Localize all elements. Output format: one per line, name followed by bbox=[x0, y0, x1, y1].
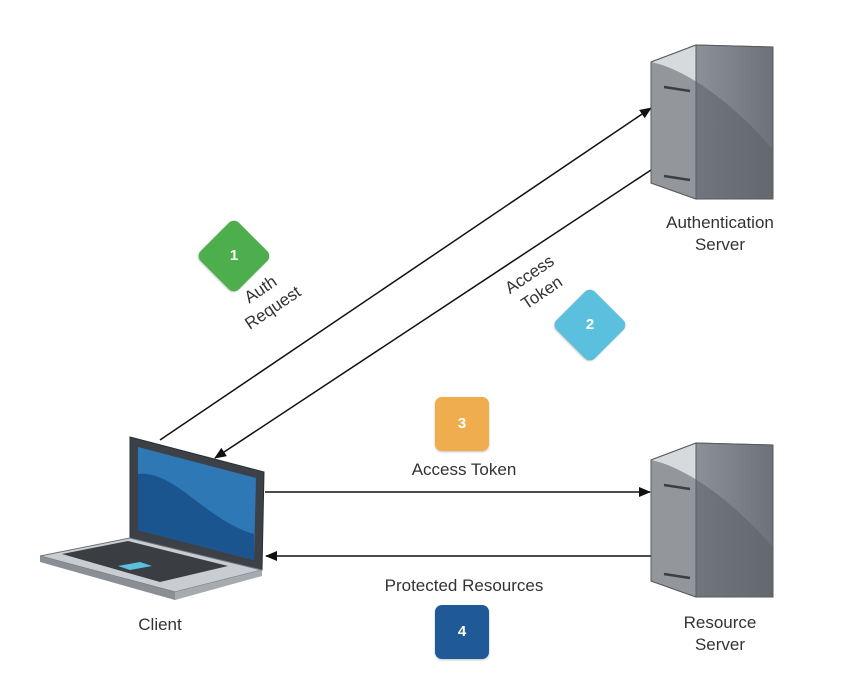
client-label: Client bbox=[138, 615, 182, 634]
step-3-badge bbox=[435, 397, 489, 451]
auth-server-label-line2: Server bbox=[694, 235, 746, 254]
resource-server-icon bbox=[650, 442, 774, 598]
resource-server-label-line1: Resource bbox=[683, 613, 757, 632]
laptop-icon bbox=[39, 436, 265, 600]
auth-server-icon bbox=[650, 44, 774, 200]
step-4-number: 4 bbox=[457, 623, 467, 640]
step-3-number: 3 bbox=[457, 415, 467, 432]
step-2-number: 2 bbox=[585, 316, 595, 333]
step-1-number: 1 bbox=[229, 247, 239, 264]
auth-server-label-line1: Authentication bbox=[666, 213, 774, 232]
step-3-label: Access Token bbox=[411, 460, 517, 479]
auth-request-arrow bbox=[159, 107, 652, 441]
step-4-label: Protected Resources bbox=[384, 576, 544, 595]
resource-server-label-line2: Server bbox=[694, 635, 746, 654]
resource-server-label: Resource Server bbox=[640, 612, 800, 656]
auth-server-label: Authentication Server bbox=[640, 212, 800, 256]
access-token-return-arrow bbox=[214, 169, 652, 459]
step-4-badge bbox=[435, 605, 489, 659]
